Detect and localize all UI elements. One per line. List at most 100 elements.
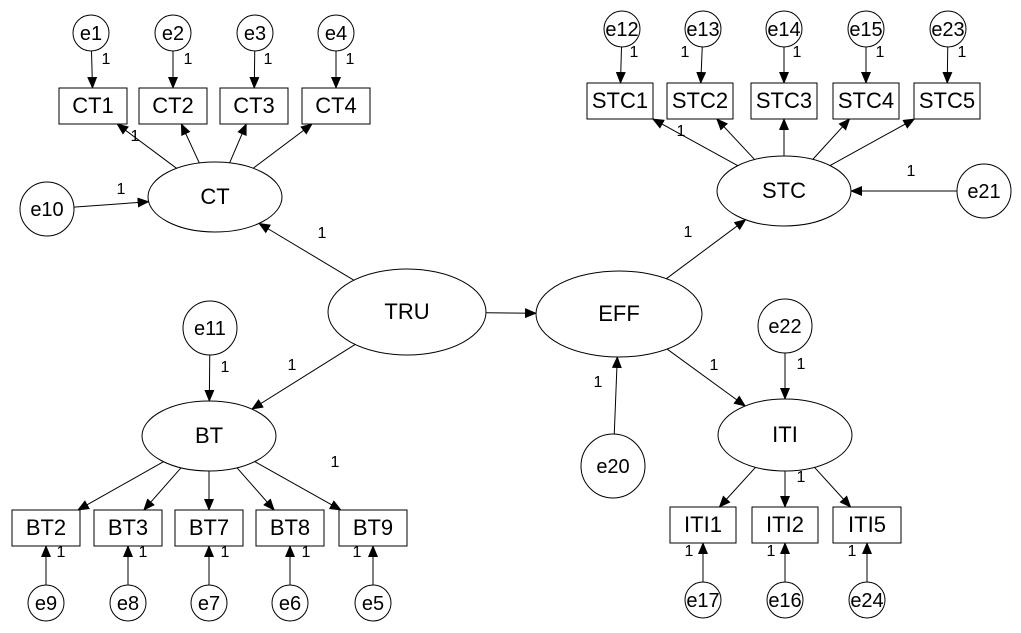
- observed-variable-bt9: BT9: [338, 509, 408, 547]
- error-term-e8: e8: [109, 584, 147, 622]
- error-term-e1: e1: [72, 14, 110, 52]
- error-circle: [956, 163, 1012, 219]
- latent-variable-stc: STC: [716, 155, 852, 227]
- latent-variable-bt: BT: [141, 400, 277, 472]
- path-weight-label: 1: [264, 51, 273, 68]
- observed-rect: [832, 82, 900, 120]
- latent-variable-label: EFF: [598, 301, 640, 326]
- path-arrow-e1-to-ct1: [87, 50, 98, 89]
- observed-variable-label: BT9: [353, 515, 393, 540]
- error-circle: [765, 10, 803, 48]
- path-arrow-stc-to-stc1: [651, 118, 739, 167]
- observed-variable-label: STC1: [592, 88, 648, 113]
- observed-rect: [669, 506, 737, 544]
- path-weight-label: 1: [797, 356, 806, 373]
- error-circle: [317, 14, 355, 52]
- observed-rect: [301, 87, 371, 125]
- path-weight-label: 1: [677, 123, 686, 140]
- error-circle: [109, 584, 147, 622]
- latent-variable-label: BT: [195, 423, 223, 448]
- path-arrow-e23-to-stc5: [942, 46, 953, 84]
- observed-variable-ct1: CT1: [58, 87, 128, 125]
- latent-variable-iti: ITI: [717, 398, 853, 472]
- error-term-label: e1: [80, 23, 102, 45]
- error-term-label: e24: [850, 590, 883, 612]
- error-circle: [190, 584, 228, 622]
- error-circle: [154, 14, 192, 52]
- observed-variable-label: CT2: [152, 93, 194, 118]
- observed-variable-label: BT3: [108, 515, 148, 540]
- latent-ellipse: [717, 398, 853, 472]
- path-arrow-tru-to-bt: [251, 344, 356, 410]
- observed-rect: [586, 82, 654, 120]
- error-term-e21: e21: [956, 163, 1012, 219]
- path-weight-label: 1: [184, 51, 193, 68]
- latent-variable-label: ITI: [772, 422, 798, 447]
- error-term-label: e13: [686, 19, 719, 41]
- path-weight-label: 1: [594, 374, 603, 391]
- observed-variable-bt3: BT3: [93, 509, 163, 547]
- error-term-e4: e4: [317, 14, 355, 52]
- error-term-e17: e17: [684, 581, 722, 619]
- error-term-label: e9: [35, 593, 57, 615]
- path-arrow-e3-to-ct3: [249, 50, 260, 89]
- error-term-label: e6: [279, 593, 301, 615]
- path-arrow-stc-to-stc2: [716, 118, 756, 160]
- path-arrow-ct-to-ct4: [252, 123, 313, 169]
- error-term-label: e21: [967, 181, 1000, 203]
- observed-variable-label: STC3: [756, 88, 812, 113]
- latent-variable-label: STC: [762, 178, 806, 203]
- path-weight-label: 1: [767, 543, 776, 560]
- observed-variable-label: STC4: [838, 88, 894, 113]
- error-term-e13: e13: [684, 10, 722, 48]
- path-weight-label: 1: [288, 357, 297, 374]
- error-term-label: e8: [117, 593, 139, 615]
- error-term-e7: e7: [190, 584, 228, 622]
- path-weight-label: 1: [353, 544, 362, 561]
- error-circle: [354, 584, 392, 622]
- error-term-e20: e20: [580, 433, 646, 499]
- error-term-label: e7: [198, 593, 220, 615]
- path-arrow-iti-to-iti5: [814, 466, 852, 508]
- observed-variable-label: ITI2: [766, 512, 804, 537]
- observed-variable-label: CT4: [315, 93, 357, 118]
- observed-rect: [338, 509, 408, 547]
- path-arrow-iti-to-iti1: [718, 466, 756, 508]
- path-arrow-ct-to-ct3: [229, 123, 247, 164]
- observed-variable-bt2: BT2: [11, 509, 81, 547]
- observed-rect: [11, 509, 81, 547]
- observed-variable-label: BT2: [26, 515, 66, 540]
- error-circle: [847, 10, 885, 48]
- error-term-e6: e6: [271, 584, 309, 622]
- path-weight-label: 1: [685, 543, 694, 560]
- path-weight-label: 1: [57, 544, 66, 561]
- error-circle: [27, 584, 65, 622]
- path-weight-label: 1: [876, 44, 885, 61]
- path-weight-label: 1: [102, 51, 111, 68]
- path-weight-label: 1: [221, 359, 230, 376]
- error-term-e10: e10: [19, 181, 75, 237]
- error-term-e15: e15: [847, 10, 885, 48]
- observed-variable-label: ITI5: [848, 512, 886, 537]
- path-arrow-tru-to-ct: [258, 222, 355, 281]
- path-arrow-bt-to-bt8: [236, 467, 275, 511]
- error-circle: [603, 10, 641, 48]
- error-term-e22: e22: [757, 298, 813, 354]
- path-weight-label: 1: [318, 225, 327, 242]
- error-circle: [684, 10, 722, 48]
- path-arrow-eff-to-iti: [666, 348, 747, 407]
- error-circle: [929, 10, 967, 48]
- path-arrow-bt-to-bt2: [77, 461, 164, 511]
- path-weight-label: 1: [848, 543, 857, 560]
- path-weight-label: 1: [684, 224, 693, 241]
- observed-variable-label: STC2: [672, 88, 728, 113]
- observed-variable-ct4: CT4: [301, 87, 371, 125]
- path-weight-label: 1: [331, 454, 340, 471]
- error-term-e12: e12: [603, 10, 641, 48]
- path-weight-label: 1: [681, 44, 690, 61]
- error-term-label: e14: [767, 19, 800, 41]
- error-term-label: e11: [194, 318, 226, 340]
- path-arrow-e20-to-eff: [611, 355, 622, 435]
